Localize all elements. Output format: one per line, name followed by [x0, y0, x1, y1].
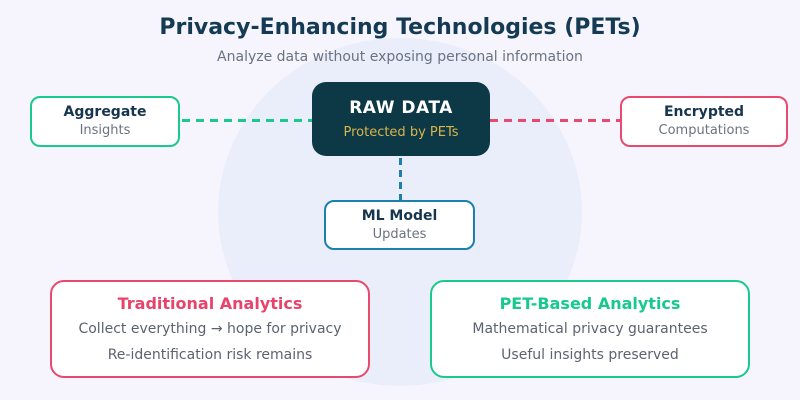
node-ml-model-updates: ML Model Updates [324, 200, 475, 250]
panel-pet-title: PET-Based Analytics [499, 294, 681, 314]
node-aggregate-insights: Aggregate Insights [30, 96, 180, 147]
node-raw-data-title: RAW DATA [349, 97, 453, 118]
panel-traditional-title: Traditional Analytics [117, 294, 303, 314]
page-subtitle: Analyze data without exposing personal i… [217, 49, 583, 65]
connector-aggregate-to-rawdata [182, 119, 312, 122]
connector-rawdata-to-encrypted [490, 119, 620, 122]
node-raw-data-subtitle: Protected by PETs [343, 124, 459, 140]
page-title: Privacy-Enhancing Technologies (PETs) [159, 15, 641, 40]
node-encrypted-subtitle: Computations [658, 123, 750, 139]
node-raw-data: RAW DATA Protected by PETs [312, 82, 490, 156]
panel-traditional-line-2: Re-identification risk remains [107, 346, 313, 363]
panel-pet-line-1: Mathematical privacy guarantees [472, 321, 708, 338]
connector-rawdata-to-mlmodel [399, 158, 402, 200]
node-ml-model-title: ML Model [361, 207, 438, 224]
panel-pet-line-2: Useful insights preserved [501, 346, 679, 363]
node-aggregate-title: Aggregate [63, 104, 147, 121]
node-ml-model-subtitle: Updates [372, 226, 427, 242]
node-aggregate-subtitle: Insights [79, 123, 131, 139]
node-encrypted-title: Encrypted [663, 104, 745, 121]
panel-traditional-line-1: Collect everything → hope for privacy [78, 321, 342, 338]
panel-traditional-analytics: Traditional Analytics Collect everything… [50, 280, 370, 378]
node-encrypted-computations: Encrypted Computations [620, 96, 788, 147]
panel-pet-based-analytics: PET-Based Analytics Mathematical privacy… [430, 280, 750, 378]
